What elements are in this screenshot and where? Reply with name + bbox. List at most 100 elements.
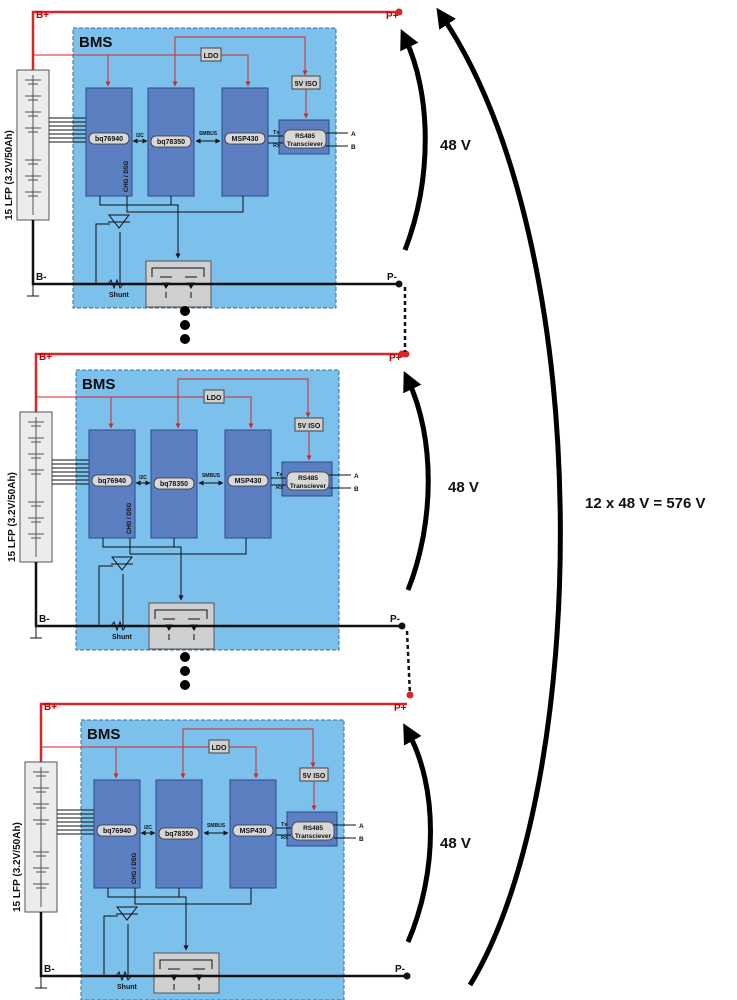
p-minus-label: P- [387, 272, 397, 283]
p-plus-terminal [395, 8, 403, 16]
bms-title: BMS [87, 726, 120, 743]
gauge-chip-label: bq78350 [160, 481, 188, 488]
afe-chip-tag [88, 132, 130, 145]
shunt-label: Shunt [109, 292, 129, 299]
p-minus-label: P- [395, 964, 405, 975]
rx-label: Rx [276, 485, 284, 491]
cell-sense-lines [49, 117, 86, 143]
module-voltage-arrow [403, 723, 433, 943]
out-b-label: B [359, 836, 364, 843]
rs485-tag [286, 471, 330, 491]
module-voltage-label: 48 V [440, 137, 471, 154]
shunt-label: Shunt [112, 634, 132, 641]
p-minus-terminal [398, 622, 406, 630]
battery-module-3: B+ P+ BMS 15 LFP (3.2V/50Ah) LDO [12, 702, 471, 1000]
shunt-resistor-icon [115, 970, 132, 982]
cell-sense-lines [57, 809, 94, 835]
mcu-chip-tag [227, 474, 269, 487]
ldo-label: LDO [207, 395, 222, 402]
rs485-label-1: RS485 [298, 475, 318, 482]
gauge-chip-tag [153, 477, 195, 490]
out-a-label: A [359, 823, 364, 830]
p-plus-label: P+ [386, 11, 399, 22]
p-minus-label: P- [390, 614, 400, 625]
battery-pack-label: 15 LFP (3.2V/50Ah) [12, 822, 23, 912]
mcu-chip-tag [224, 132, 266, 145]
i2c-label: I2C [144, 825, 152, 831]
afe-chip-label: bq76940 [98, 478, 126, 485]
i2c-label: I2C [136, 133, 144, 139]
total-voltage-label: 12 x 48 V = 576 V [585, 495, 706, 512]
afe-chip-tag [91, 474, 133, 487]
module-voltage-label: 48 V [448, 479, 479, 496]
shunt-resistor-icon [110, 620, 127, 632]
control-wiring [103, 888, 252, 976]
out-a-label: A [351, 131, 356, 138]
p-minus-terminal [403, 972, 411, 980]
iso-label: 5V ISO [298, 423, 321, 430]
more-modules-dots-1 [180, 306, 190, 344]
b-minus-label: B- [36, 272, 47, 283]
rx-label: Rx [281, 835, 289, 841]
more-modules-dots-2 [180, 652, 190, 690]
chg-dsg-label: CHG / DSG [124, 160, 130, 192]
shunt-label: Shunt [117, 984, 137, 991]
rs485-tag [291, 821, 335, 841]
gauge-chip-tag [158, 827, 200, 840]
b-plus-label: B+ [39, 352, 52, 363]
mcu-chip-label: MSP430 [232, 136, 259, 143]
series-link-2 [405, 630, 412, 696]
b-plus-rail [39, 702, 407, 762]
gauge-chip-label: bq78350 [165, 831, 193, 838]
battery-module-2: B+ P+ BMS 15 LFP (3.2V/50Ah) LDO [7, 350, 479, 651]
rs485-label-1: RS485 [303, 825, 323, 832]
afe-chip-label: bq76940 [95, 136, 123, 143]
p-plus-label: P+ [394, 703, 407, 714]
tx-label: Tx [276, 472, 283, 478]
p-plus-label: P+ [389, 353, 402, 364]
total-voltage-arrow [436, 7, 563, 987]
ldo-label: LDO [204, 53, 219, 60]
cell-stack [33, 767, 49, 907]
b-minus-label: B- [39, 614, 50, 625]
supply-mcu-arrow [221, 54, 251, 87]
iso-label: 5V ISO [303, 773, 326, 780]
b-plus-label: B+ [44, 702, 57, 713]
control-wiring [95, 196, 244, 284]
module-voltage-arrow [400, 28, 428, 251]
iso-label: 5V ISO [295, 81, 318, 88]
supply-mcu-arrow [229, 746, 259, 779]
smbus-label: SMBUS [199, 131, 218, 137]
rs485-label-2: Transciever [290, 483, 327, 490]
rx-label: Rx [273, 143, 281, 149]
p-plus-terminal-2 [402, 350, 410, 358]
battery-module-1: B+ P+ BMS 15 LFP (3.2V/50Ah) [4, 8, 471, 309]
gauge-chip-tag [150, 135, 192, 148]
out-b-label: B [354, 486, 359, 493]
chg-dsg-label: CHG / DSG [132, 852, 138, 884]
ldo-label: LDO [212, 745, 227, 752]
afe-chip-tag [96, 824, 138, 837]
supply-iso-arrow [177, 378, 311, 418]
rs485-label-1: RS485 [295, 133, 315, 140]
rs485-label-2: Transciever [287, 141, 324, 148]
afe-chip-label: bq76940 [103, 828, 131, 835]
mcu-chip-tag [232, 824, 274, 837]
chg-dsg-label: CHG / DSG [127, 502, 133, 534]
supply-iso-arrow [174, 36, 308, 76]
b-plus-rail [34, 352, 402, 412]
tx-label: Tx [273, 130, 280, 136]
b-plus-label: B+ [36, 10, 49, 21]
out-b-label: B [351, 144, 356, 151]
smbus-label: SMBUS [207, 823, 226, 829]
supply-iso-arrow [182, 728, 316, 768]
bms-title: BMS [82, 376, 115, 393]
rs485-label-2: Transciever [295, 833, 332, 840]
bms-title: BMS [79, 34, 112, 51]
b-minus-label: B- [44, 964, 55, 975]
cell-sense-lines [52, 459, 89, 485]
battery-pack-label: 15 LFP (3.2V/50Ah) [7, 472, 18, 562]
smbus-label: SMBUS [202, 473, 221, 479]
fet-switch-block [153, 952, 220, 994]
